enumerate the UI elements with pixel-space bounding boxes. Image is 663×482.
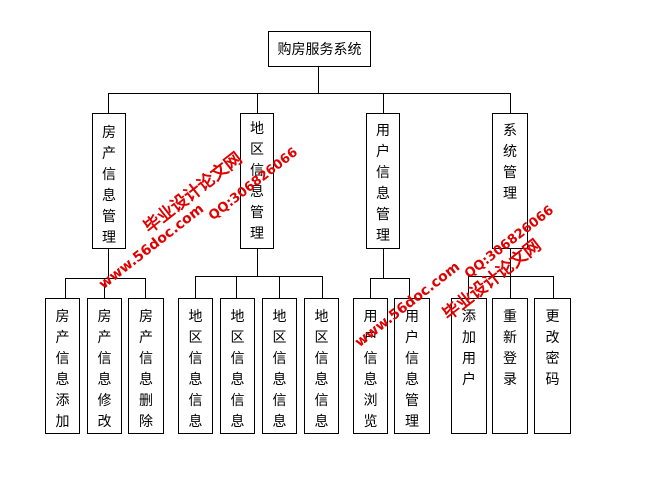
leaf-node: 房 产 信 息 添 加 bbox=[45, 298, 80, 434]
mod2-up-line bbox=[257, 93, 258, 113]
leaf-node: 地 区 信 息 信 息 bbox=[262, 298, 297, 434]
watermark-text: 毕业设计论文网 bbox=[140, 148, 247, 238]
leaf-node: 用 户 信 息 浏 览 bbox=[353, 298, 388, 434]
leaf-label: 重 新 登 录 bbox=[503, 309, 517, 388]
mod2-down-line bbox=[257, 248, 258, 276]
mod2-bus-line bbox=[195, 276, 323, 277]
mod4-bus-line bbox=[468, 276, 554, 277]
mod1-c2-line bbox=[104, 278, 105, 298]
mod4-c2-line bbox=[510, 276, 511, 298]
module-node: 地 区 信 息 管 理 bbox=[240, 113, 274, 249]
leaf-node: 地 区 信 息 信 息 bbox=[178, 298, 213, 434]
leaf-node: 用 户 信 息 管 理 bbox=[394, 298, 430, 434]
mod2-c3-line bbox=[279, 276, 280, 298]
leaf-label: 更 改 密 码 bbox=[545, 309, 560, 388]
mod1-c1-line bbox=[65, 278, 66, 298]
module-label: 房 产 信 息 管 理 bbox=[102, 125, 116, 246]
leaf-label: 地 区 信 息 信 息 bbox=[188, 309, 203, 430]
mod4-up-line bbox=[510, 93, 511, 113]
mod4-c3-line bbox=[553, 276, 554, 298]
leaf-label: 地 区 信 息 信 息 bbox=[230, 309, 245, 430]
mod3-c1-line bbox=[370, 278, 371, 298]
leaf-node: 房 产 信 息 删 除 bbox=[128, 298, 164, 434]
module-label: 用 户 信 息 管 理 bbox=[376, 123, 390, 244]
module-node: 房 产 信 息 管 理 bbox=[92, 113, 126, 249]
mod1-up-line bbox=[108, 93, 109, 113]
leaf-label: 房 产 信 息 添 加 bbox=[55, 309, 70, 430]
leaf-node: 重 新 登 录 bbox=[492, 298, 528, 434]
root-down-line bbox=[318, 66, 319, 93]
mod3-bus-line bbox=[370, 278, 410, 279]
mod4-c1-line bbox=[468, 276, 469, 298]
mod4-down-line bbox=[510, 248, 511, 276]
mod3-up-line bbox=[383, 93, 384, 113]
mod2-c4-line bbox=[322, 276, 323, 298]
mod1-bus-line bbox=[65, 278, 146, 279]
leaf-node: 地 区 信 息 信 息 bbox=[220, 298, 255, 434]
leaf-label: 房 产 信 息 删 除 bbox=[139, 309, 153, 430]
leaf-label: 用 户 信 息 管 理 bbox=[405, 309, 419, 430]
leaf-node: 添 加 用 户 bbox=[451, 298, 487, 434]
leaf-node: 更 改 密 码 bbox=[534, 298, 571, 434]
level1-bus-line bbox=[108, 93, 511, 94]
mod2-c2-line bbox=[236, 276, 237, 298]
root-node: 购房服务系统 bbox=[268, 31, 371, 67]
leaf-label: 添 加 用 户 bbox=[462, 309, 476, 388]
leaf-label: 地 区 信 息 信 息 bbox=[272, 309, 287, 430]
leaf-label: 地 区 信 息 信 息 bbox=[314, 309, 329, 430]
mod3-c2-line bbox=[409, 278, 410, 298]
mod1-c3-line bbox=[145, 278, 146, 298]
leaf-label: 用 户 信 息 浏 览 bbox=[363, 309, 378, 430]
module-node: 用 户 信 息 管 理 bbox=[366, 113, 400, 249]
leaf-label: 房 产 信 息 修 改 bbox=[97, 309, 112, 430]
mod3-down-line bbox=[383, 248, 384, 278]
module-label: 系 统 管 理 bbox=[503, 123, 517, 202]
leaf-node: 地 区 信 息 信 息 bbox=[304, 298, 339, 434]
root-label: 购房服务系统 bbox=[277, 42, 362, 58]
mod2-c1-line bbox=[195, 276, 196, 298]
module-node: 系 统 管 理 bbox=[492, 113, 528, 249]
leaf-node: 房 产 信 息 修 改 bbox=[87, 298, 122, 434]
module-label: 地 区 信 息 管 理 bbox=[250, 121, 264, 242]
mod1-down-line bbox=[108, 248, 109, 278]
